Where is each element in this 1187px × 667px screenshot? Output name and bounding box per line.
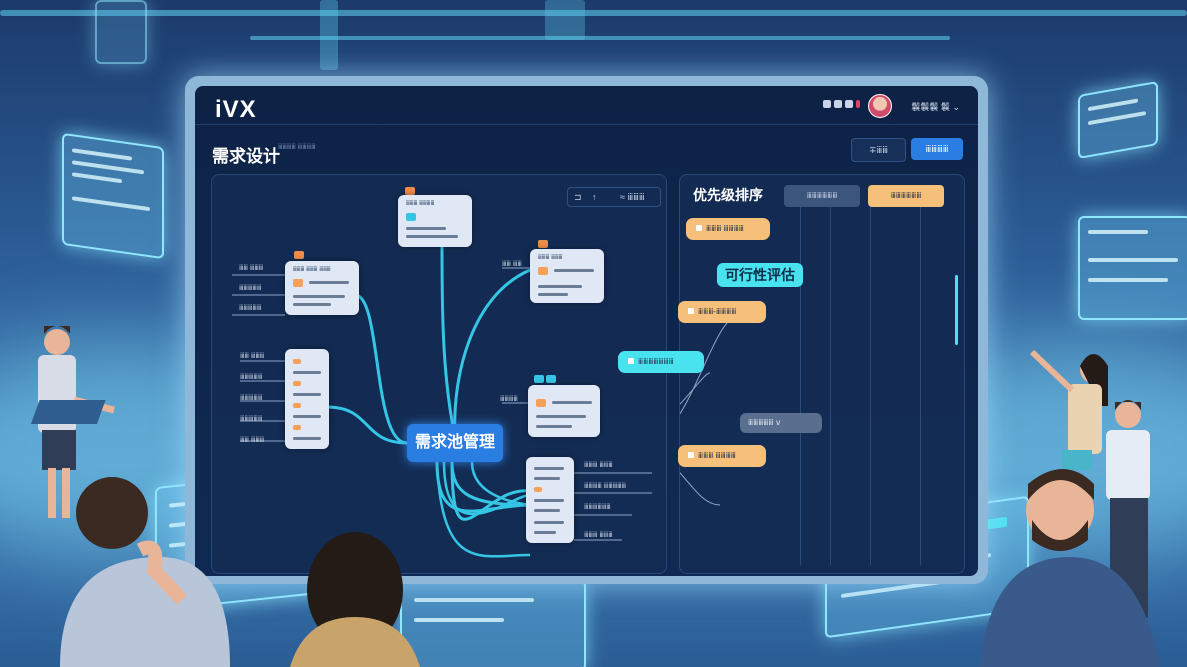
branch-label: ⅲⅲ ⅲⅲ	[502, 261, 522, 268]
hologram-screen-right-top	[1078, 80, 1158, 160]
wall-column	[545, 0, 585, 40]
app-logo: iVX	[215, 96, 257, 123]
priority-item[interactable]: ⅲⅲⅲ ⅲⅲⅲⅲ	[686, 218, 770, 240]
node-tag	[538, 240, 548, 248]
app-window: iVX 鬤鬤鬤 鬤 ⌄ 需求设计 ⅲⅲⅲⅲ ⅲⅲⅲⅲ ∓ⅲⅲ ⅲⅲⅲⅲ	[195, 86, 978, 576]
layout-icon[interactable]: ⊐	[574, 192, 582, 202]
branch-label: ⅲⅲⅲⅲⅲ	[239, 285, 262, 292]
scrollbar[interactable]	[955, 275, 958, 345]
branch-label: ⅲⅲⅲⅲⅲ	[240, 416, 263, 423]
header-divider	[195, 124, 978, 125]
feasibility-node[interactable]: 可行性评估	[717, 263, 803, 287]
priority-panel: 优先级排序 ⅲⅲⅲⅲⅲⅲ ⅲⅲⅲⅲⅲⅲ ⅲⅲⅲ ⅲⅲⅲⅲ 可行性评估 ⅲⅲⅲ-ⅲ…	[618, 174, 965, 574]
export-icon[interactable]: ↑	[592, 192, 597, 202]
ceiling-pipe	[0, 10, 1187, 16]
mindmap-node-right-top[interactable]: ⅲⅲⅲ ⅲⅲⅲ	[530, 249, 604, 303]
node-tag	[534, 375, 544, 383]
priority-item-active[interactable]: ⅲⅲⅲⅲⅲⅲⅲ	[618, 351, 704, 373]
zoom-control[interactable]: ≈ ⅲⅲⅲ	[620, 192, 645, 202]
secondary-button[interactable]: ∓ⅲⅲ	[851, 138, 906, 162]
chevron-down-icon: ⌄	[952, 102, 960, 112]
node-header: ⅲⅲⅲ ⅲⅲⅲ	[538, 255, 563, 261]
mindmap-connectors	[232, 244, 652, 558]
branch-label: ⅲⅲⅲⅲⅲⅲ	[584, 504, 611, 511]
node-header: ⅲⅲⅲ ⅲⅲⅲⅲ	[406, 201, 435, 207]
priority-item[interactable]: ⅲⅲⅲ ⅲⅲⅲⅲ	[678, 445, 766, 467]
node-icon	[536, 399, 546, 407]
people-illustration	[30, 326, 1160, 667]
main-monitor: iVX 鬤鬤鬤 鬤 ⌄ 需求设计 ⅲⅲⅲⅲ ⅲⅲⅲⅲ ∓ⅲⅲ ⅲⅲⅲⅲ	[185, 76, 988, 584]
priority-item-label: ⅲⅲⅲ ⅲⅲⅲⅲ	[706, 224, 744, 233]
user-menu[interactable]: 鬤鬤鬤 鬤 ⌄	[911, 100, 960, 113]
flag-icon[interactable]	[856, 100, 860, 108]
branch-label: ⅲⅲⅲⅲⅲ	[239, 305, 262, 312]
notification-icon[interactable]	[823, 100, 831, 108]
user-name: 鬤鬤鬤 鬤	[911, 102, 950, 112]
mindmap-node-left-list[interactable]	[285, 349, 329, 449]
wall-column	[320, 0, 338, 70]
avatar[interactable]	[868, 94, 892, 118]
page-title: 需求设计	[212, 147, 280, 166]
node-header: ⅲⅲⅲ ⅲⅲⅲ ⅲⅲⅲ	[293, 267, 331, 273]
hologram-tablet-center	[400, 580, 586, 667]
center-node[interactable]: 需求池管理	[407, 424, 503, 462]
branch-label: ⅲⅲⅲⅲ	[500, 396, 518, 403]
node-tag	[405, 187, 415, 195]
branch-label: ⅲⅲⅲ ⅲⅲⅲ	[584, 532, 613, 539]
priority-tab-active[interactable]: ⅲⅲⅲⅲⅲⅲ	[868, 185, 944, 207]
branch-label: ⅲⅲ ⅲⅲⅲ	[240, 437, 265, 444]
branch-label: ⅲⅲⅲ ⅲⅲⅲ	[584, 462, 613, 469]
mindmap-node-top[interactable]: ⅲⅲⅲ ⅲⅲⅲⅲ	[398, 195, 472, 247]
priority-item[interactable]: ⅲⅲⅲ-ⅲⅲⅲⅲ	[678, 301, 766, 323]
settings-icon[interactable]	[845, 100, 853, 108]
page-subtitle: ⅲⅲⅲⅲ ⅲⅲⅲⅲ	[278, 144, 316, 151]
message-icon[interactable]	[834, 100, 842, 108]
priority-tab[interactable]: ⅲⅲⅲⅲⅲⅲ	[784, 185, 860, 207]
hologram-screen-top-left	[95, 0, 147, 64]
priority-item-label: ⅲⅲⅲ ⅲⅲⅲⅲ	[698, 451, 736, 460]
branch-label: ⅲⅲ ⅲⅲⅲ	[240, 353, 265, 360]
branch-label: ⅲⅲⅲⅲⅲ	[240, 374, 263, 381]
priority-item-label: ⅲⅲⅲ-ⅲⅲⅲⅲ	[698, 307, 737, 316]
primary-button[interactable]: ⅲⅲⅲⅲ	[911, 138, 963, 160]
branch-label: ⅲⅲⅲⅲ ⅲⅲⅲⅲⅲ	[584, 483, 627, 490]
mindmap-node-bottom-list[interactable]	[526, 457, 574, 543]
node-tag	[546, 375, 556, 383]
ceiling-pipe	[250, 36, 950, 40]
node-icon	[406, 213, 416, 221]
priority-title: 优先级排序	[693, 187, 763, 203]
mindmap-panel: ⊐ ↑ ≈ ⅲⅲⅲ ⅲⅲⅲ ⅲⅲⅲⅲ ⅲⅲⅲ ⅲⅲⅲ ⅲⅲⅲ ⅲⅲ ⅲⅲⅲ	[211, 174, 667, 574]
node-icon	[293, 279, 303, 287]
branch-label: ⅲⅲ ⅲⅲⅲ	[239, 265, 264, 272]
mindmap-node-left-top[interactable]: ⅲⅲⅲ ⅲⅲⅲ ⅲⅲⅲ	[285, 261, 359, 315]
branch-label: ⅲⅲⅲⅲⅲ	[240, 395, 263, 402]
hologram-screen-right	[1078, 216, 1187, 320]
mindmap-toolbar[interactable]: ⊐ ↑ ≈ ⅲⅲⅲ	[567, 187, 661, 207]
priority-dropdown[interactable]: ⅲⅲⅲⅲⅲ ⅴ	[740, 413, 822, 433]
node-tag	[294, 251, 304, 259]
hologram-screen-left	[62, 132, 164, 260]
node-icon	[538, 267, 548, 275]
mindmap-node-right-mid[interactable]	[528, 385, 600, 437]
toolbar-icons[interactable]	[823, 100, 860, 108]
priority-item-label: ⅲⅲⅲⅲⅲⅲⅲ	[638, 357, 674, 366]
